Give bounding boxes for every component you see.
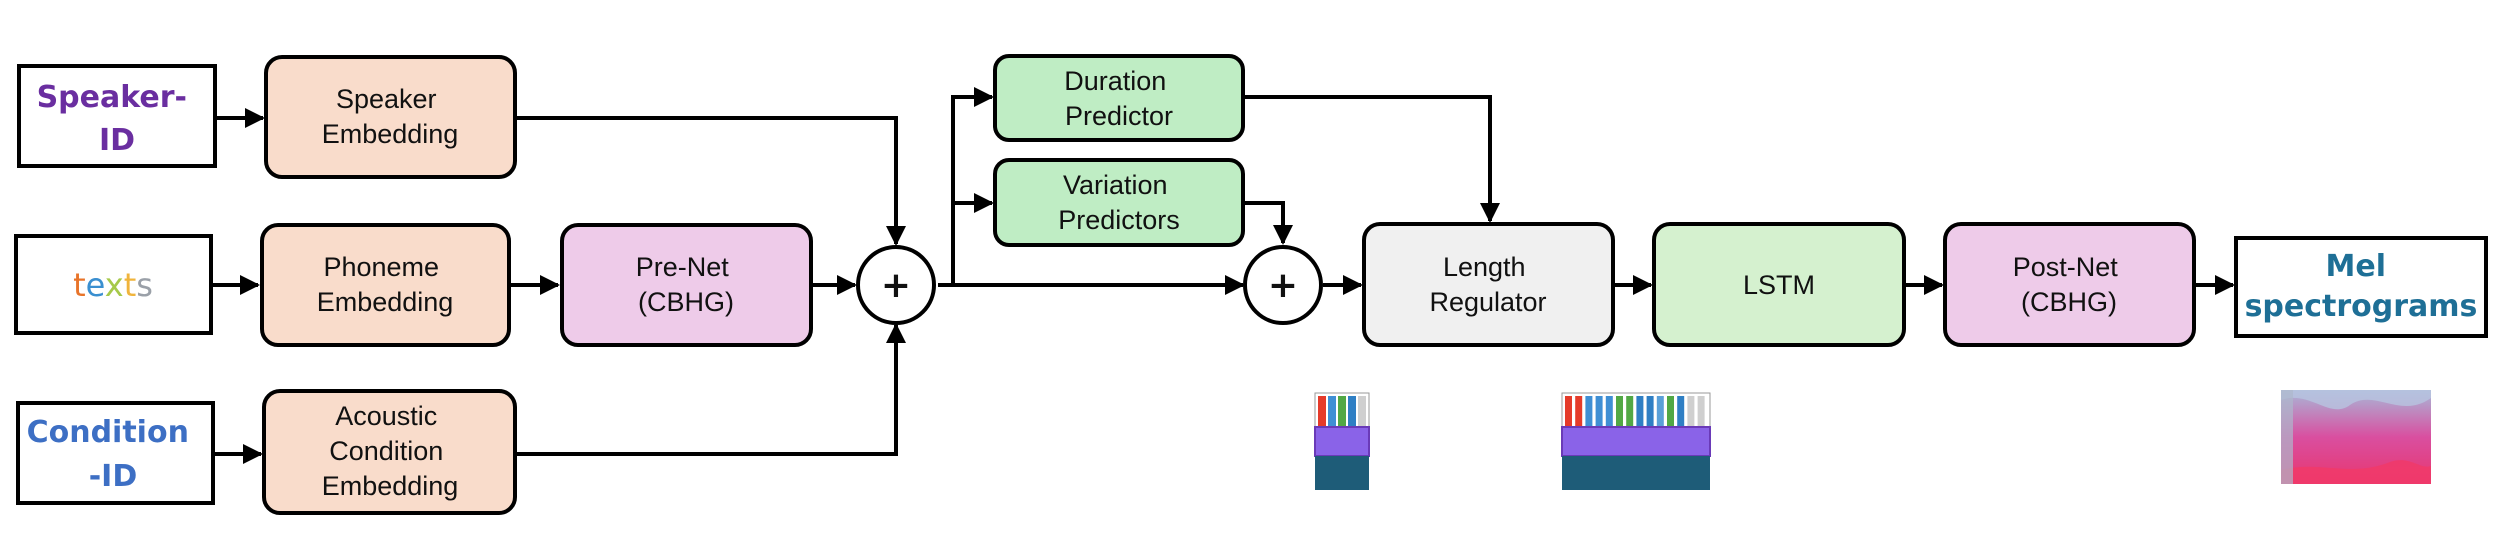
sequence-bar [1565,396,1572,426]
acoustic-label-3: Embedding [322,471,459,501]
mel-label-2: spectrograms [2245,289,2478,324]
pre-net-label-2: (CBHG) [638,287,734,317]
sequence-illustration-short [1314,392,1370,490]
mel-spectrogram-thumbnail [2281,390,2431,484]
texts-input: texts [14,234,213,335]
speaker-embedding-label-1: Speaker [336,84,437,114]
sequence-bar [1575,396,1583,426]
variation-label-2: Predictors [1058,205,1180,235]
lstm-label: LSTM [1743,270,1815,300]
condition-id-label: Condition -ID [27,415,200,494]
sequence-bar [1595,396,1603,426]
texts-letter: s [136,266,153,304]
connectors [213,87,2235,464]
mel-label-1: Mel [2326,249,2386,284]
sequence-bar [1656,396,1664,426]
variation-label-1: Variation [1063,170,1168,200]
speaker-id-label: Speaker- ID [37,80,198,158]
svg-text:Phoneme Embedding: Phoneme Embedding [317,252,454,317]
texts-label: texts [73,266,153,304]
arrow-sum-to-duration [951,87,994,285]
svg-text:Post-Net (CBHG): Post-Net (CBHG) [2013,252,2126,317]
variation-predictors-block: Variation Predictors [993,158,1245,247]
plus-icon: + [881,265,911,306]
svg-text:Speaker Embedding: Speaker Embedding [322,84,459,149]
condition-id-input: Condition -ID [16,401,215,505]
post-net-block: Post-Net (CBHG) [1943,222,2196,347]
svg-text:Length Regulator: Length Regulator [1429,252,1546,317]
svg-text:Pre-Net (CBHG): Pre-Net (CBHG) [636,252,737,317]
phoneme-embedding-block: Phoneme Embedding [260,223,511,347]
svg-text:Acoustic Condition: Acoustic Condition Embedding [322,401,459,501]
sequence-illustration-expanded [1561,392,1711,490]
duration-label-2: Predictor [1065,101,1173,131]
texts-letter: t [73,266,86,304]
pre-net-label-1: Pre-Net [636,252,730,282]
texts-letter: x [105,266,124,304]
speaker-embedding-label-2: Embedding [322,119,459,149]
texts-letter: e [86,266,105,304]
post-net-label-1: Post-Net [2013,252,2119,282]
post-net-label-2: (CBHG) [2021,287,2117,317]
sequence-bar [1585,396,1593,426]
svg-text:Variation Predictors: Variation Predictors [1058,170,1180,235]
arrow-acoustic-embedding-to-sum [517,323,906,456]
acoustic-label-2: Condition [329,436,443,466]
phoneme-embedding-label-1: Phoneme [323,252,439,282]
speaker-id-input: Speaker- ID [17,64,217,168]
sum-node-2: + [1243,245,1323,325]
mel-spectrograms-output: Mel spectrograms [2234,236,2488,338]
svg-text:Duration Predictor: Duration Predictor [1064,66,1174,131]
acoustic-label-1: Acoustic [335,401,437,431]
sequence-bar [1687,396,1695,426]
sequence-bar [1605,396,1613,426]
speaker-embedding-block: Speaker Embedding [264,55,517,179]
texts-letter: t [124,266,137,304]
duration-label-1: Duration [1064,66,1166,96]
arrow-duration-to-length-regulator [1245,95,1500,223]
lstm-block: LSTM [1652,222,1906,347]
length-regulator-label-1: Length [1443,252,1526,282]
plus-icon: + [1268,265,1298,306]
length-regulator-label-2: Regulator [1429,287,1546,317]
svg-text:Mel spectrograms: Mel spectrograms [2245,249,2478,324]
sequence-bar [1677,396,1685,426]
arrow-variation-to-sum2 [1245,201,1293,245]
length-regulator-block: Length Regulator [1362,222,1615,347]
sum-node-1: + [856,245,936,325]
sequence-bar [1697,396,1705,426]
sequence-bar [1636,396,1644,426]
sequence-bar [1667,396,1674,426]
sequence-bar [1616,396,1623,426]
pre-net-block: Pre-Net (CBHG) [560,223,813,347]
phoneme-embedding-label-2: Embedding [317,287,454,317]
duration-predictor-block: Duration Predictor [993,54,1245,142]
sequence-bar [1646,396,1654,426]
acoustic-condition-embedding-block: Acoustic Condition Embedding [262,389,517,515]
arrow-speaker-embedding-to-sum [517,116,906,246]
sequence-bar [1626,396,1634,426]
